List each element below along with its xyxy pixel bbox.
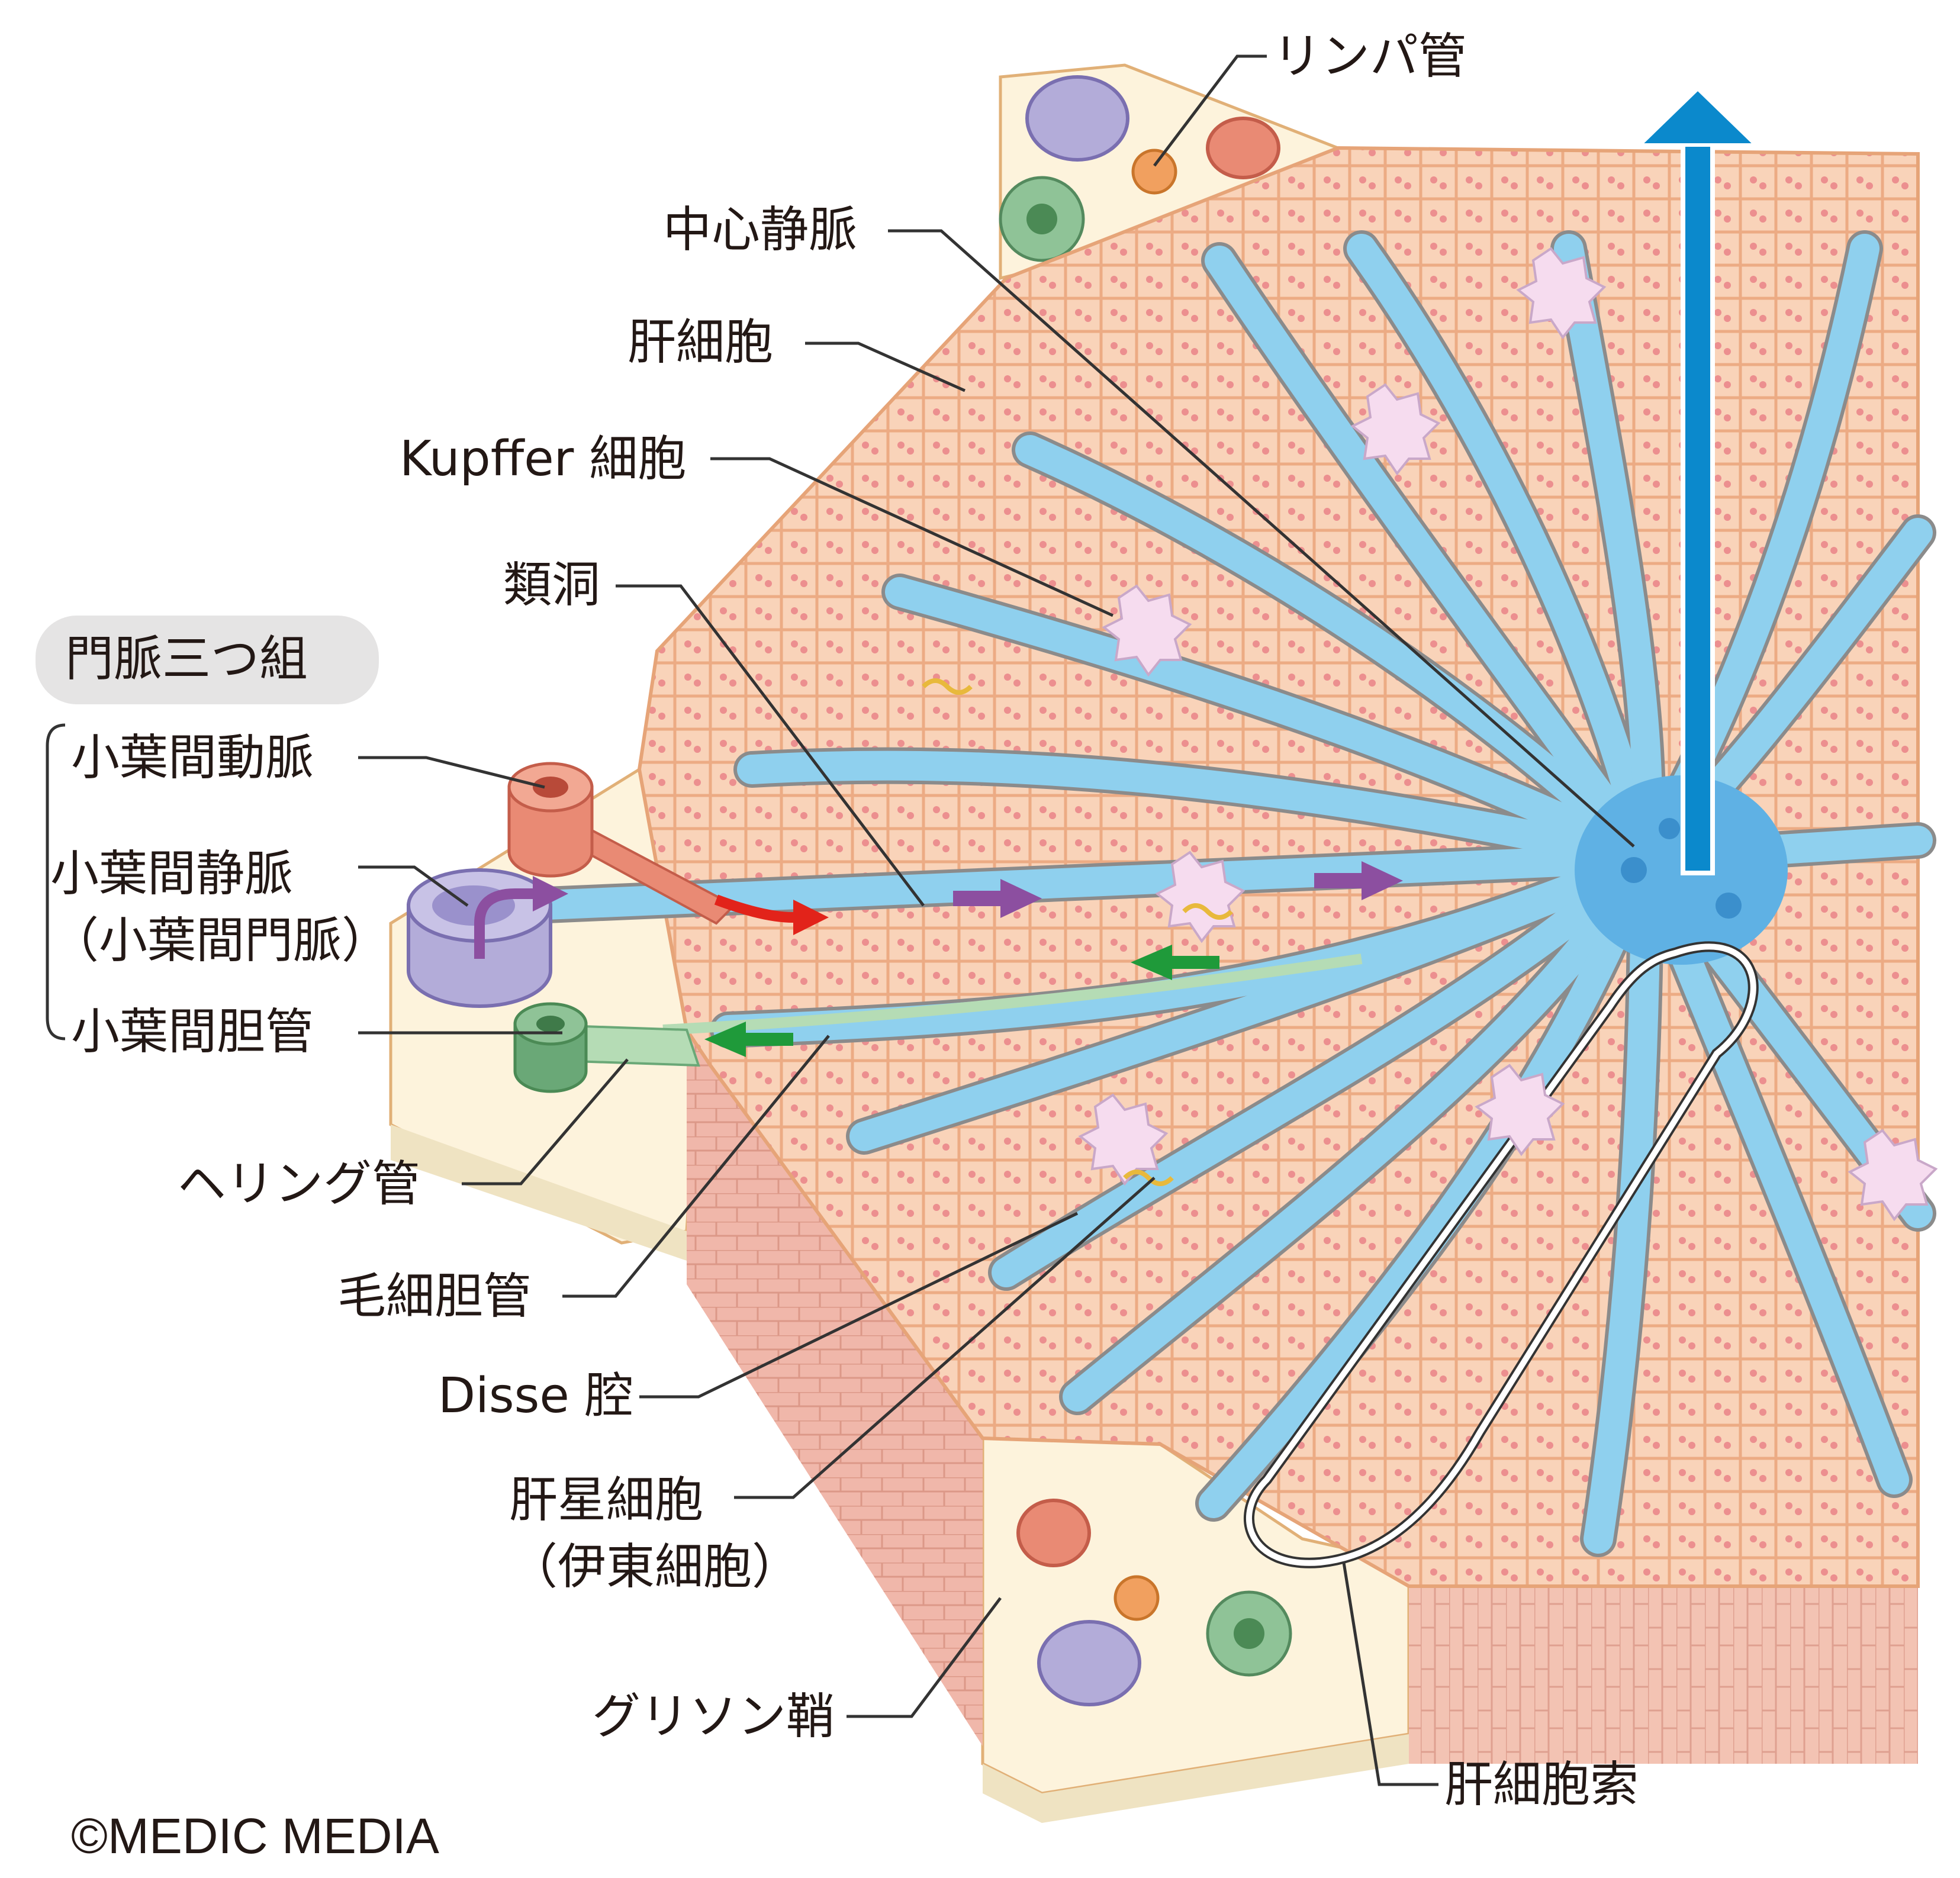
label-lymph-vessel: リンパ管 (1273, 28, 1467, 85)
lobule-side-face-bottom (1409, 1586, 1918, 1764)
label-canal-of-hering: ヘリング管 (178, 1156, 421, 1212)
portal-flow-arrow-mid (953, 879, 1042, 918)
hepatic-cord-outline (1246, 943, 1756, 1566)
portal-flow-arrow-center (1314, 861, 1403, 900)
central-vein-outflow-arrow (1635, 86, 1761, 875)
lymph-vessel-section-bottom (1113, 1575, 1160, 1621)
arterial-flow-arrow (714, 894, 829, 935)
artery-section-bottom (1016, 1499, 1091, 1567)
interlobular-artery (507, 762, 736, 925)
label-kupffer-cell: Kupffer 細胞 (400, 431, 687, 487)
label-hepatocyte: 肝細胞 (627, 314, 774, 371)
leader-lines (358, 54, 1635, 1786)
label-interlobular-artery: 小葉間動脈 (71, 730, 314, 786)
label-portal-triad: 門脈三つ組 (65, 631, 308, 687)
glisson-sheath-top (999, 63, 1426, 281)
bile-flow-arrow-left (704, 1022, 793, 1057)
label-interlobular-vein: 小葉間静脈 （小葉間門脈） (50, 846, 391, 969)
lymph-vessel-section-top (1131, 149, 1177, 195)
label-glisson-sheath: グリソン鞘 (592, 1689, 835, 1745)
artery-section-top (1206, 117, 1280, 179)
portal-triad-pill (36, 616, 379, 704)
portal-flow-arrow-entry (474, 876, 568, 959)
portal-triad-bracket (46, 723, 66, 1041)
bile-flow-arrow-mid (1131, 945, 1219, 980)
label-central-vein: 中心静脈 (663, 202, 858, 258)
copyright-text: ©MEDIC MEDIA (71, 1808, 439, 1864)
label-interlobular-bile-duct: 小葉間胆管 (71, 1004, 314, 1060)
label-bile-canaliculus: 毛細胆管 (337, 1268, 532, 1325)
stellate-cells (922, 678, 1233, 1186)
label-sinusoid: 類洞 (503, 557, 601, 613)
label-hepatic-cord: 肝細胞索 (1444, 1757, 1639, 1813)
portal-vein-section-top (1025, 75, 1129, 162)
bile-canaliculus-path (662, 954, 1363, 1035)
glisson-sheath-bottom (981, 1436, 1411, 1823)
portal-vein-section-bottom (1037, 1620, 1141, 1706)
label-hepatic-stellate-cell: 肝星細胞 （伊東細胞） (509, 1472, 801, 1596)
label-space-of-disse: Disse 腔 (438, 1368, 633, 1424)
lobule-side-face-left (687, 1030, 983, 1746)
